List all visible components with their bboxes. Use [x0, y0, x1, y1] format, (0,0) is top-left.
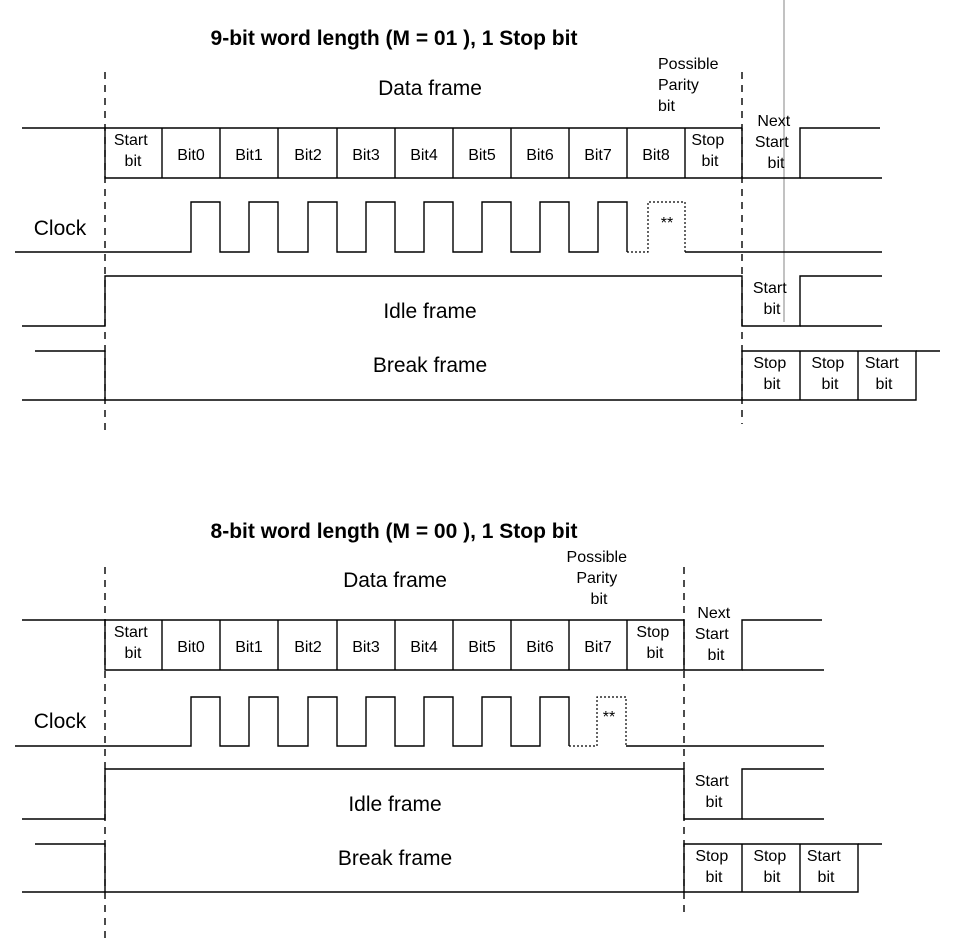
break-stop-bit-1: Stop bit [753, 355, 790, 393]
data-frame-waveform [22, 127, 743, 179]
bit-cell: Bit7 [584, 147, 612, 164]
bit-cell: Bit1 [235, 639, 263, 656]
next-start-bit-label: Next Start bit [755, 113, 795, 172]
idle-frame-label: Idle frame [383, 300, 476, 323]
diagram-8bit: 8-bit word length (M = 00 ), 1 Stop bit … [15, 520, 882, 942]
possible-parity-label: Possible Parity bit [658, 56, 723, 115]
bit-cell: Bit0 [177, 147, 205, 164]
bit-cell: Bit3 [352, 639, 380, 656]
parity-clock-pulse [569, 696, 627, 747]
data-frame-label: Data frame [378, 77, 482, 100]
start-bit-cell: Start bit [114, 132, 152, 170]
bit-labels: Bit0 Bit1 Bit2 Bit3 Bit4 Bit5 Bit6 Bit7 … [177, 147, 670, 164]
start-bit-cell: Start bit [114, 624, 152, 662]
diagram-title: 9-bit word length (M = 01 ), 1 Stop bit [211, 27, 578, 50]
parity-clock-mark: ** [661, 215, 673, 232]
bit-cell: Bit2 [294, 147, 322, 164]
idle-frame-label: Idle frame [348, 793, 441, 816]
parity-clock-mark: ** [603, 709, 615, 726]
bit-labels: Bit0 Bit1 Bit2 Bit3 Bit4 Bit5 Bit6 Bit7 [177, 639, 612, 656]
idle-start-bit-label: Start bit [695, 773, 733, 811]
diagram-title: 8-bit word length (M = 00 ), 1 Stop bit [211, 520, 578, 543]
next-start-bit-label: Next Start bit [695, 605, 735, 664]
bit-cell: Bit8 [642, 147, 670, 164]
bit-cell: Bit4 [410, 639, 438, 656]
parity-clock-pulse [627, 201, 686, 253]
break-start-bit: Start bit [865, 355, 903, 393]
bit-cell: Bit1 [235, 147, 263, 164]
break-frame-label: Break frame [338, 847, 452, 870]
next-start-waveform [684, 619, 822, 671]
bit-cell: Bit6 [526, 147, 554, 164]
data-frame-label: Data frame [343, 569, 447, 592]
break-stop-bit-2: Stop bit [811, 355, 848, 393]
bit-cell: Bit7 [584, 639, 612, 656]
clock-waveform [15, 201, 628, 253]
bit-dividers [161, 128, 686, 178]
idle-frame-waveform [22, 275, 882, 327]
stop-bit-cell: Stop bit [636, 624, 673, 662]
bit-cell: Bit4 [410, 147, 438, 164]
bit-cell: Bit2 [294, 639, 322, 656]
bit-cell: Bit3 [352, 147, 380, 164]
stop-bit-cell: Stop bit [691, 132, 728, 170]
bit-dividers [161, 620, 628, 670]
break-frame-waveform [22, 350, 917, 401]
clock-label: Clock [34, 217, 87, 240]
possible-parity-label: Possible Parity bit [567, 549, 632, 608]
bit-cell: Bit6 [526, 639, 554, 656]
clock-waveform [15, 696, 570, 747]
break-frame-label: Break frame [373, 354, 487, 377]
bit-cell: Bit5 [468, 147, 496, 164]
diagram-9bit: 9-bit word length (M = 01 ), 1 Stop bit … [15, 0, 940, 434]
break-stop-bit-2: Stop bit [753, 848, 790, 886]
bit-cell: Bit5 [468, 639, 496, 656]
break-frame-waveform [22, 843, 859, 893]
idle-frame-waveform [22, 768, 824, 820]
break-stop-bit-1: Stop bit [695, 848, 732, 886]
bit-cell: Bit0 [177, 639, 205, 656]
clock-label: Clock [34, 710, 87, 733]
next-start-waveform [742, 127, 880, 179]
break-start-bit: Start bit [807, 848, 845, 886]
idle-start-bit-label: Start bit [753, 280, 791, 318]
